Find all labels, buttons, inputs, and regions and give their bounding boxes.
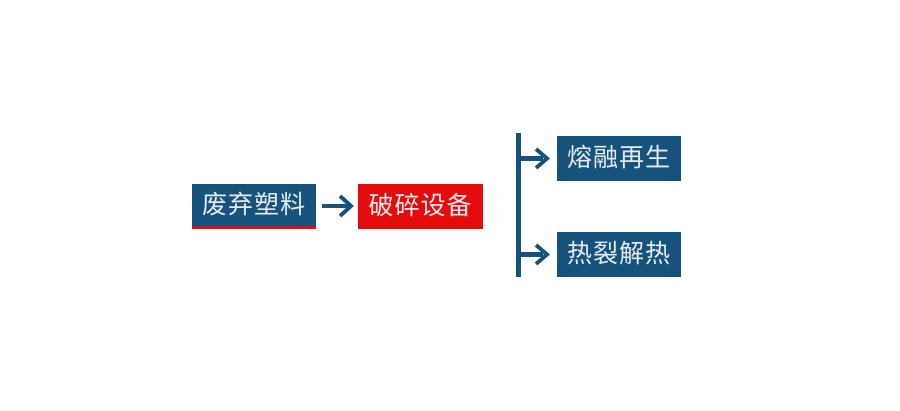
branch-split-connector [510, 128, 562, 282]
node-crusher-equipment-label: 破碎设备 [368, 191, 473, 220]
node-pyrolysis-heat[interactable]: 热裂解热 [557, 232, 681, 277]
node-melt-regeneration[interactable]: 熔融再生 [557, 136, 681, 181]
node-melt-regeneration-label: 熔融再生 [566, 143, 671, 172]
node-crusher-equipment[interactable]: 破碎设备 [358, 184, 483, 229]
node-waste-plastic-label: 废弃塑料 [201, 189, 306, 219]
node-pyrolysis-heat-label: 热裂解热 [566, 239, 671, 268]
arrow-right-icon [320, 190, 358, 222]
node-waste-plastic[interactable]: 废弃塑料 [192, 184, 316, 229]
